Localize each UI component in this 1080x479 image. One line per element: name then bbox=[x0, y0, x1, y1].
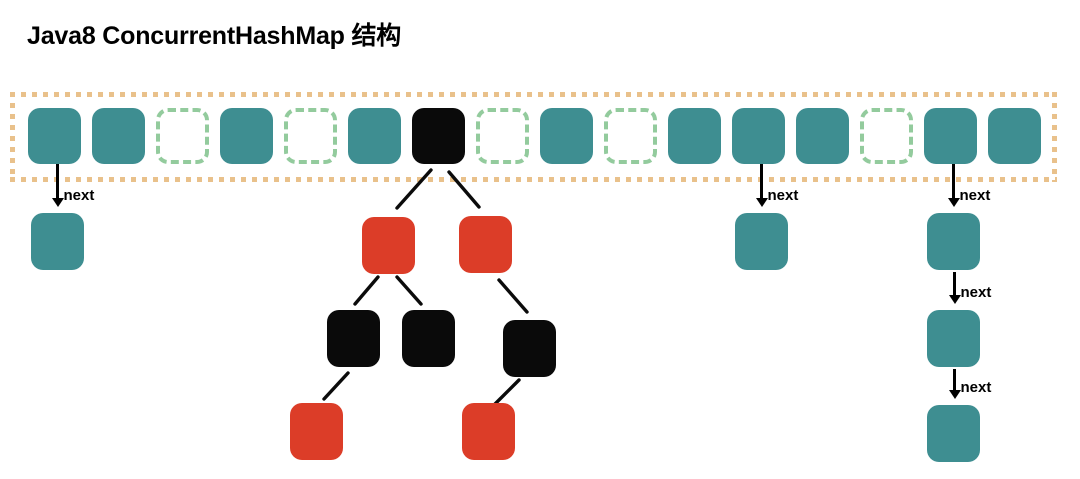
tree-node-red bbox=[290, 403, 343, 460]
next-label: next bbox=[960, 379, 992, 396]
bucket-cell-filled bbox=[348, 108, 401, 164]
list-node bbox=[926, 310, 980, 367]
next-label: next bbox=[767, 187, 799, 204]
array-border-top bbox=[10, 92, 1057, 97]
array-border-right bbox=[1052, 92, 1057, 182]
next-label: next bbox=[960, 284, 992, 301]
bucket-cell-filled bbox=[668, 108, 721, 164]
list-node bbox=[926, 213, 980, 270]
arrow-shaft bbox=[953, 272, 956, 295]
diagram-title: Java8 ConcurrentHashMap 结构 bbox=[27, 22, 402, 50]
arrow-head-icon bbox=[947, 198, 960, 207]
array-border-bottom bbox=[10, 177, 1057, 182]
bucket-cell-filled bbox=[28, 108, 81, 164]
bucket-cell-empty bbox=[284, 108, 337, 164]
bucket-cell-filled bbox=[796, 108, 849, 164]
next-arrow bbox=[948, 272, 961, 304]
bucket-cell-filled bbox=[988, 108, 1041, 164]
tree-node-red bbox=[362, 217, 415, 274]
bucket-cell-filled bbox=[220, 108, 273, 164]
arrow-head-icon bbox=[948, 295, 961, 304]
next-arrow bbox=[51, 164, 64, 207]
bucket-cell-empty bbox=[604, 108, 657, 164]
list-node bbox=[734, 213, 788, 270]
bucket-cell-filled bbox=[540, 108, 593, 164]
bucket-cell-filled bbox=[924, 108, 977, 164]
next-arrow bbox=[755, 164, 768, 207]
arrow-shaft bbox=[953, 369, 956, 390]
next-label: next bbox=[959, 187, 991, 204]
tree-node-red bbox=[459, 216, 512, 273]
bucket-cell-empty bbox=[860, 108, 913, 164]
arrow-shaft bbox=[56, 164, 59, 198]
tree-node-red bbox=[462, 403, 515, 460]
list-node bbox=[30, 213, 84, 270]
arrow-head-icon bbox=[755, 198, 768, 207]
next-arrow bbox=[948, 369, 961, 399]
arrow-head-icon bbox=[948, 390, 961, 399]
hash-table-array-container bbox=[10, 92, 1057, 182]
array-border-left bbox=[10, 92, 15, 182]
tree-node-black bbox=[402, 310, 455, 367]
arrow-shaft bbox=[760, 164, 763, 198]
bucket-cell-empty bbox=[156, 108, 209, 164]
arrow-shaft bbox=[952, 164, 955, 198]
bucket-cell-filled bbox=[732, 108, 785, 164]
bucket-cell-tree-root bbox=[412, 108, 465, 164]
tree-node-black bbox=[327, 310, 380, 367]
next-label: next bbox=[63, 187, 95, 204]
bucket-cell-filled bbox=[92, 108, 145, 164]
tree-node-black bbox=[503, 320, 556, 377]
next-arrow bbox=[947, 164, 960, 207]
list-node bbox=[926, 405, 980, 462]
arrow-head-icon bbox=[51, 198, 64, 207]
bucket-cell-empty bbox=[476, 108, 529, 164]
